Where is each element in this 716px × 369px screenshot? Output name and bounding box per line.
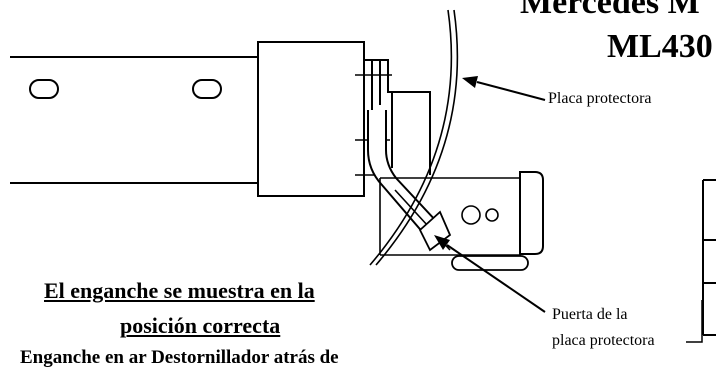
- hitch-diagram: [10, 9, 716, 343]
- bottom-tab: [451, 255, 529, 271]
- caption-line-1: El enganche se muestra en la: [44, 278, 315, 303]
- note-text: Enganche en ar Destornillador atrás de: [20, 347, 339, 368]
- receiver-tube: [10, 56, 258, 184]
- arrow-placa: [462, 76, 546, 101]
- title-line-2: ML430: [607, 28, 713, 65]
- bolt-hole-right: [485, 208, 499, 222]
- receiver-collar: [257, 41, 365, 197]
- label-puerta-line-1: Puerta de la: [552, 306, 628, 323]
- caption-line-2: posición correcta: [120, 313, 281, 338]
- title-line-1: Mercedes M: [520, 0, 700, 21]
- spec-table: [702, 179, 716, 336]
- tube-slot-left: [29, 79, 59, 99]
- label-puerta-line-2: placa protectora: [552, 332, 655, 349]
- bracket: [364, 59, 431, 175]
- arrow-puerta: [434, 235, 546, 313]
- housing-end-cap: [519, 171, 544, 255]
- bolt-hole-left: [461, 205, 481, 225]
- protective-plate: [369, 9, 459, 266]
- label-placa-protectora: Placa protectora: [548, 90, 652, 107]
- leader-line: [686, 300, 703, 343]
- hitch-arm: [367, 110, 439, 237]
- tube-slot-right: [192, 79, 222, 99]
